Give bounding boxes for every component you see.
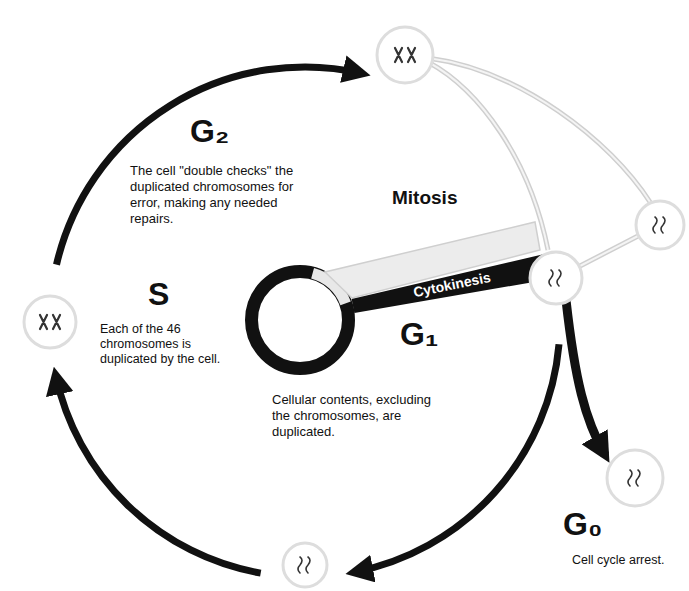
chromosomes xyxy=(628,470,640,486)
phase-description: The cell "double checks" the duplicated … xyxy=(130,163,320,227)
cells xyxy=(24,27,684,587)
chromosomes xyxy=(298,557,310,573)
cytokinesis-bar xyxy=(352,253,553,313)
phase-description: Cellular contents, excluding the chromos… xyxy=(272,392,450,440)
phase-label: G₀ xyxy=(563,505,602,543)
cell-circle xyxy=(530,252,582,304)
mitosis-path xyxy=(428,58,650,202)
phase-label: Cytokinesis xyxy=(412,269,492,301)
g0-exit-arrow xyxy=(566,300,605,455)
center-ring xyxy=(252,272,349,369)
g2-arc-arrow xyxy=(57,67,363,265)
cell-circle xyxy=(283,543,327,587)
mitosis-pathway-core xyxy=(428,58,650,266)
chromosomes xyxy=(653,217,665,233)
mitosis-path xyxy=(580,236,638,266)
g1-arc-arrow xyxy=(354,344,559,572)
phase-label: G₁ xyxy=(400,315,438,353)
mitosis-path xyxy=(428,62,548,250)
phase-label: S xyxy=(148,275,169,313)
s-arc-arrow xyxy=(56,375,261,573)
mitosis-path xyxy=(580,236,638,266)
phase-description: Cell cycle arrest. xyxy=(572,553,664,568)
duplicated-chromosomes xyxy=(395,48,415,62)
cell-circle xyxy=(24,296,76,348)
cell-circle xyxy=(636,201,684,249)
chromosomes xyxy=(549,270,561,286)
cell-circle xyxy=(607,450,663,506)
cycle-arrows xyxy=(56,67,559,573)
duplicated-chromosomes xyxy=(40,315,60,329)
phase-label: Mitosis xyxy=(392,186,457,209)
phase-description: Each of the 46 chromosomes is duplicated… xyxy=(100,322,225,367)
cell-circle xyxy=(377,27,433,83)
phase-label: G₂ xyxy=(190,112,229,150)
mitosis-path xyxy=(428,62,548,250)
mitosis-pathway xyxy=(428,58,650,266)
mitosis-path xyxy=(428,58,650,202)
